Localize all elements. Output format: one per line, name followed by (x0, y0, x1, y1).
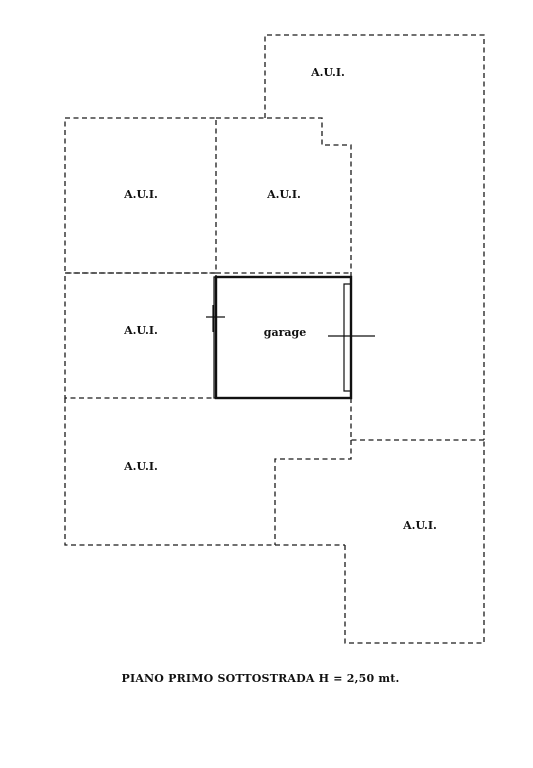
unit-outline-upper-middle (216, 117, 352, 277)
garage-door-right (343, 283, 351, 392)
unit-outline-bottom-right (344, 440, 485, 644)
garage-door-left (213, 276, 216, 399)
room-label-upper-left: A.U.I. (123, 188, 158, 201)
room-label-upper-middle: A.U.I. (266, 188, 301, 201)
plan-caption: PIANO PRIMO SOTTOSTRADA H = 2,50 mt. (121, 672, 400, 685)
unit-outline-lower-left (64, 398, 345, 546)
unit-outline-step (274, 440, 352, 545)
unit-outline-top-right (264, 34, 485, 440)
room-label-top-right: A.U.I. (310, 66, 345, 79)
room-label-middle-left: A.U.I. (123, 324, 158, 337)
garage-label: garage (264, 326, 306, 339)
room-label-bottom-right: A.U.I. (402, 519, 437, 532)
room-label-lower-left: A.U.I. (123, 460, 158, 473)
unit-outline-lower-right-edge (350, 398, 484, 441)
